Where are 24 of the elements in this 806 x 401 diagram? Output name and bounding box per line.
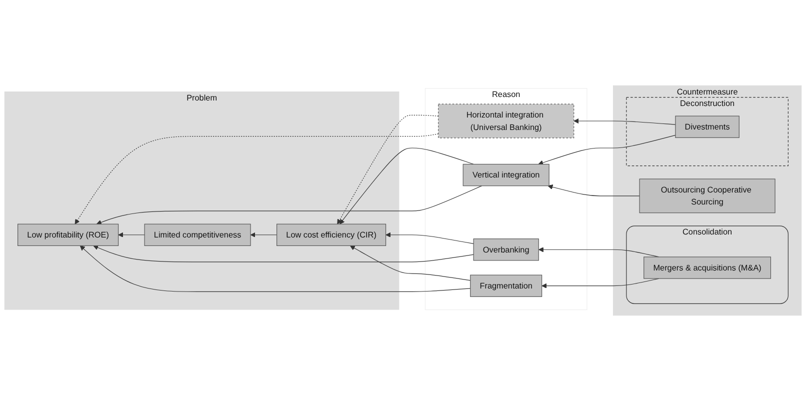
arrow [118,232,145,238]
arrow [386,232,474,244]
node-box: Low cost efficiency (CIR) [276,224,386,246]
arrow [548,184,640,196]
arrow [574,118,676,125]
arrow [250,232,278,238]
arrow [93,245,474,262]
arrow [74,134,439,224]
arrow [538,247,660,258]
node-box: Divestments [675,116,740,138]
node-box: Low profitability (ROE) [18,224,119,246]
node-box: Fragmentation [470,274,542,297]
arrow [80,245,471,292]
arrow [538,134,676,166]
arrow [337,114,439,224]
node-box: Horizontal integration (Universal Banking) [438,104,574,138]
node-box: Overbanking [473,238,539,261]
node-box: Mergers & acquisitions (M&A) [644,256,771,279]
arrow [96,186,482,225]
node-box: Limited competitiveness [144,224,251,246]
node-box: Outsourcing Cooperative Sourcing [639,178,776,214]
arrow [350,245,471,281]
node-box: Vertical integration [462,164,550,186]
arrow [339,148,474,224]
